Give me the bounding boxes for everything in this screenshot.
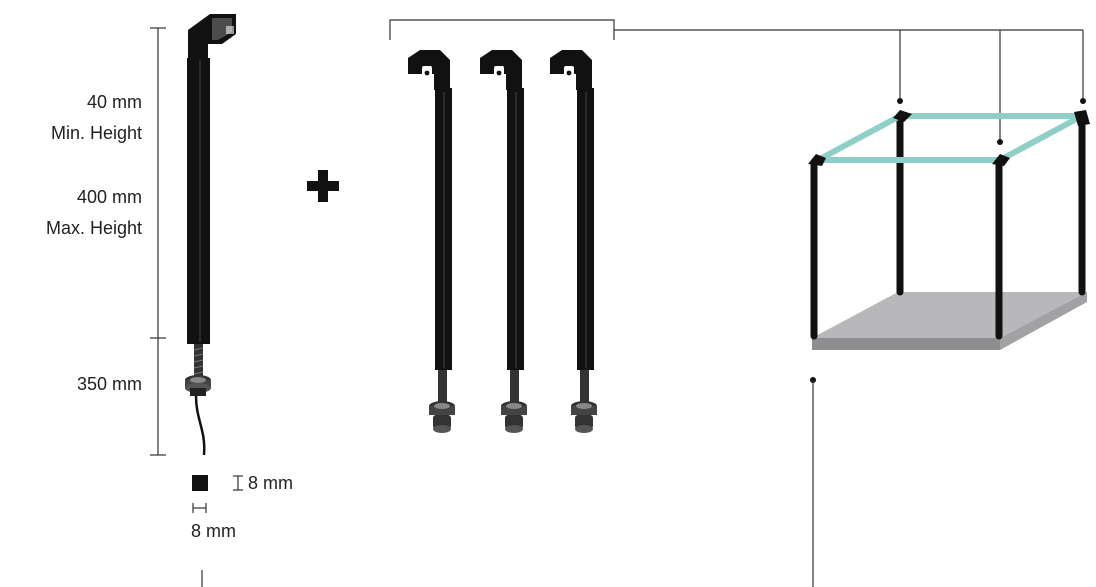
leg-2 <box>480 50 527 433</box>
height-marker-icon <box>233 475 243 491</box>
base-plate-top <box>812 292 1087 338</box>
cube-frame <box>808 110 1090 350</box>
profile-height-value: 8 mm <box>248 473 293 493</box>
max-height-value: 400 mm <box>76 187 142 207</box>
profile-width-value: 8 mm <box>191 521 236 541</box>
thread-length-value: 350 mm <box>76 374 142 394</box>
cable <box>194 395 206 456</box>
leg-1 <box>408 50 455 433</box>
base-plate-front <box>812 338 1000 350</box>
three-legs <box>408 50 597 433</box>
corner-bracket <box>188 14 236 60</box>
leg-shaft <box>187 58 210 344</box>
base-plate-side <box>1000 292 1087 350</box>
max-height-label: Max. Height <box>45 218 142 238</box>
square-profile-icon <box>192 475 208 491</box>
plus-icon <box>307 170 339 202</box>
top-frame <box>816 113 1084 163</box>
leg-3 <box>550 50 597 433</box>
min-height-label: Min. Height <box>50 123 142 143</box>
height-dimension-line <box>150 27 166 456</box>
min-height-value: 40 mm <box>86 92 142 112</box>
single-leg <box>185 14 236 456</box>
width-marker-icon <box>192 503 207 513</box>
legs-group-bracket <box>389 19 1084 140</box>
